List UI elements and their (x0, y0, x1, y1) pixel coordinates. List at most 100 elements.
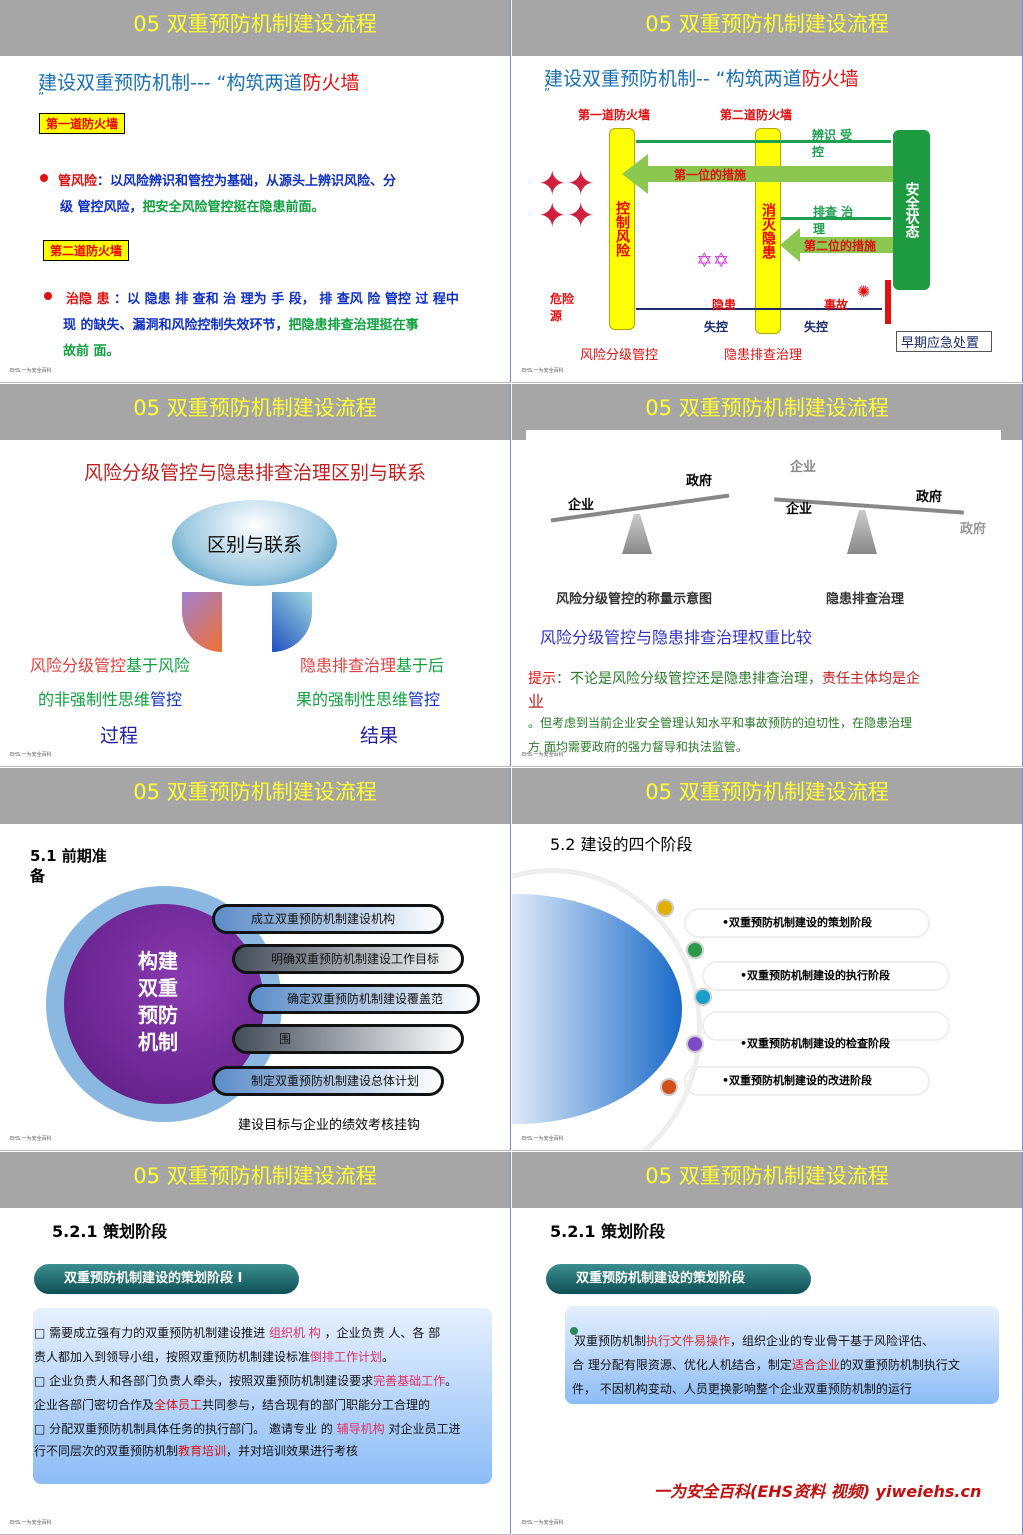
balance-stand-1 (622, 514, 652, 554)
text-segment: 基于后 (396, 656, 445, 675)
bullet-icon (570, 1327, 578, 1335)
check-label: 排查 治理 (813, 205, 854, 236)
risk-control-label: 风险分级管控 (580, 348, 659, 363)
content-line-3: 件， 不因机构变动、人员更换影响整个企业双重预防机制的运行 (572, 1380, 912, 1397)
slide-title: 5.2 建设的四个阶段 (550, 835, 693, 854)
center-disc: 区别与联系 (172, 500, 337, 586)
arrow-head-icon (622, 154, 648, 194)
text-segment: ：以风险辨识和管控为基础，从源头上辨识风险、分 (97, 174, 397, 189)
hazard-stars-icon: ✦✦✦✦ (538, 164, 595, 236)
footer-logo: EHS 一为安全百科 (522, 1136, 564, 1142)
stage-dot-orange (660, 1078, 678, 1096)
slide-6: 05 双重预防机制建设流程 5.2 建设的四个阶段 •双重预防机制建设的策划阶段… (512, 768, 1023, 1151)
content-box (565, 1306, 999, 1404)
text-segment: 的非强制性思维 (38, 690, 151, 709)
text-segment: □ 企业负责人和各部门负责人牵头，按照双重预防机制建设要求 (34, 1374, 374, 1388)
text-segment: 隐患排查治理 (300, 656, 397, 675)
text-segment: ：不论是风险分级管控还是隐患排查治理， (556, 671, 822, 687)
arrow-head-icon (780, 228, 800, 262)
government-label-3: 政府 (960, 522, 987, 537)
text-segment: 现 的缺失、漏洞和风险控制失效环节， (63, 318, 289, 333)
loss-arrow (636, 308, 882, 310)
step-3: 确定双重预防机制建设覆盖范 (248, 984, 480, 1014)
text-segment: 提示 (528, 671, 556, 687)
text-segment: 建设双重预防机制-- “构筑两道 (544, 68, 802, 90)
balance-stand-2 (847, 510, 877, 554)
content-box (33, 1308, 492, 1484)
text-segment: 合 理分配有限资源、优化人机结合，制定 (572, 1358, 792, 1372)
slide-header: 05 双重预防机制建设流程 (0, 1152, 510, 1208)
footer-logo: EHS 一为安全百科 (10, 752, 52, 758)
slide-4: 05 双重预防机制建设流程 企业 政府 企业 企业 政府 政府 风险分级管控的称… (512, 384, 1023, 767)
text-segment: 共同参与，结合现有的部门职能分工合理的 (202, 1398, 431, 1412)
right-text-1: 隐患排查治理基于后 (300, 652, 444, 676)
text-segment: 全体员工 (154, 1398, 203, 1412)
text-segment: 管控 (150, 690, 183, 709)
text-segment: 治隐 患 (66, 292, 110, 307)
text-segment: 的双重预防机制执行文 (839, 1358, 960, 1372)
hidden-label: 隐患 (712, 298, 737, 312)
text-segment: ：以 隐患 排 查和 治 理为 手 段， 排 查风 险 管控 过 程中 (109, 292, 459, 307)
slide-title: 建设双重预防机制--- “构筑两道防火墙 (38, 68, 359, 95)
text-segment: 级 管控风险， (60, 200, 143, 215)
text-segment: 倒排工作计划 (310, 1350, 383, 1364)
quote-mark: ” (544, 86, 551, 100)
stage-1: •双重预防机制建设的策划阶段 (684, 908, 930, 938)
slide-title: 5.2.1 策划阶段 (550, 1222, 666, 1241)
slide-header: 05 双重预防机制建设流程 (0, 384, 510, 440)
enterprise-label-1: 企业 (568, 498, 595, 513)
fix-hazard-line-3: 故前 面。 (63, 340, 120, 359)
text-segment: 基于风险 (126, 656, 191, 675)
content-line-5: □ 分配双重预防机制具体任务的执行部门。 邀请专业 的 辅导机构 对企业员工进 (34, 1420, 460, 1437)
government-label-2: 政府 (916, 490, 943, 505)
text-segment: 。但考虑到当前企业安全管理认知水平和事故预防的迫切性，在隐患治理 (528, 716, 913, 730)
slide-header: 05 双重预防机制建设流程 (512, 0, 1022, 56)
text-segment: 双重预防机制 (574, 1334, 647, 1348)
footer-logo: EHS 一为安全百科 (10, 1520, 52, 1526)
quote-mark: ” (38, 90, 45, 104)
bullet-icon (44, 292, 52, 300)
check-arrow (781, 217, 891, 220)
emergency-label: 早期应急处置 (896, 331, 992, 352)
tip-line-2: 业 (528, 688, 544, 712)
center-label: 构建双重预防机制 (138, 949, 178, 1054)
text-segment: 适合企业 (791, 1358, 840, 1372)
text-segment: 。 (382, 1350, 395, 1364)
firewall-1-tag: 第一道防火墙 (39, 113, 126, 134)
explosion-icon: ✺ (857, 282, 871, 301)
result-label: 结果 (360, 725, 399, 747)
performance-note: 建设目标与企业的绩效考核挂钩 (238, 1118, 421, 1133)
slide-header: 05 双重预防机制建设流程 (0, 0, 510, 56)
tip-line-3: 。但考虑到当前企业安全管理认知水平和事故预防的迫切性，在隐患治理 (528, 714, 912, 731)
text-segment: 执行文件易操作 (646, 1334, 731, 1348)
phase-ribbon: 双重预防机制建设的策划阶段 I (34, 1264, 299, 1294)
footer-logo: EHS 一为安全百科 (522, 752, 564, 758)
text-segment: 把安全风险管控挺在隐患前面。 (142, 200, 325, 215)
text-segment: 行不同层次的双重预防机制 (34, 1444, 179, 1458)
right-arrow-icon (272, 592, 312, 652)
text-segment: 企业各部门密切合作及 (34, 1398, 155, 1412)
caption-2: 隐患排查治理 (826, 592, 905, 607)
enterprise-label-top: 企业 (790, 460, 817, 475)
step-4: 制定双重预防机制建设总体计划 (212, 1066, 444, 1096)
text-segment: 责任主体均是企 (822, 671, 920, 687)
content-line-2: 责人都加入到领导小组，按照双重预防机制建设标准倒排工作计划。 (34, 1348, 394, 1365)
stage-2: •双重预防机制建设的执行阶段 (702, 961, 950, 991)
slide-3: 05 双重预防机制建设流程 风险分级管控与隐患排查治理区别与联系 区别与联系 风… (0, 384, 511, 767)
text-segment: 。 (445, 1374, 458, 1388)
text-segment: 完善基础工作 (373, 1374, 446, 1388)
text-segment: 辅导机构 (336, 1422, 385, 1436)
identify-arrow (636, 140, 891, 143)
slide-2: 05 双重预防机制建设流程 建设双重预防机制-- “构筑两道防火墙 ” 第一道防… (512, 0, 1023, 383)
content-line-1: □ 需要成立强有力的双重预防机制建设推进 组织机 构 ，企业负责 人、各 部 (34, 1324, 440, 1341)
slide-header: 05 双重预防机制建设流程 (512, 768, 1022, 824)
second-measure-label: 第二位的措施 (804, 239, 877, 253)
content-line-3: □ 企业负责人和各部门负责人牵头，按照双重预防机制建设要求完善基础工作。 (34, 1372, 457, 1389)
text-segment: 果的强制性思维 (296, 690, 409, 709)
slide-5: 05 双重预防机制建设流程 5.1 前期准备 构建双重预防机制 成立双重预防机制… (0, 768, 511, 1151)
phase-ribbon: 双重预防机制建设的策划阶段 (546, 1264, 811, 1294)
text-segment: 方 面均需要政府的强力督导和执法监管。 (528, 740, 748, 754)
text-segment: 故前 面。 (63, 344, 120, 359)
stage-3: •双重预防机制建设的检查阶段 (702, 1011, 950, 1050)
footer-logo: EHS 一为安全百科 (10, 1136, 52, 1142)
